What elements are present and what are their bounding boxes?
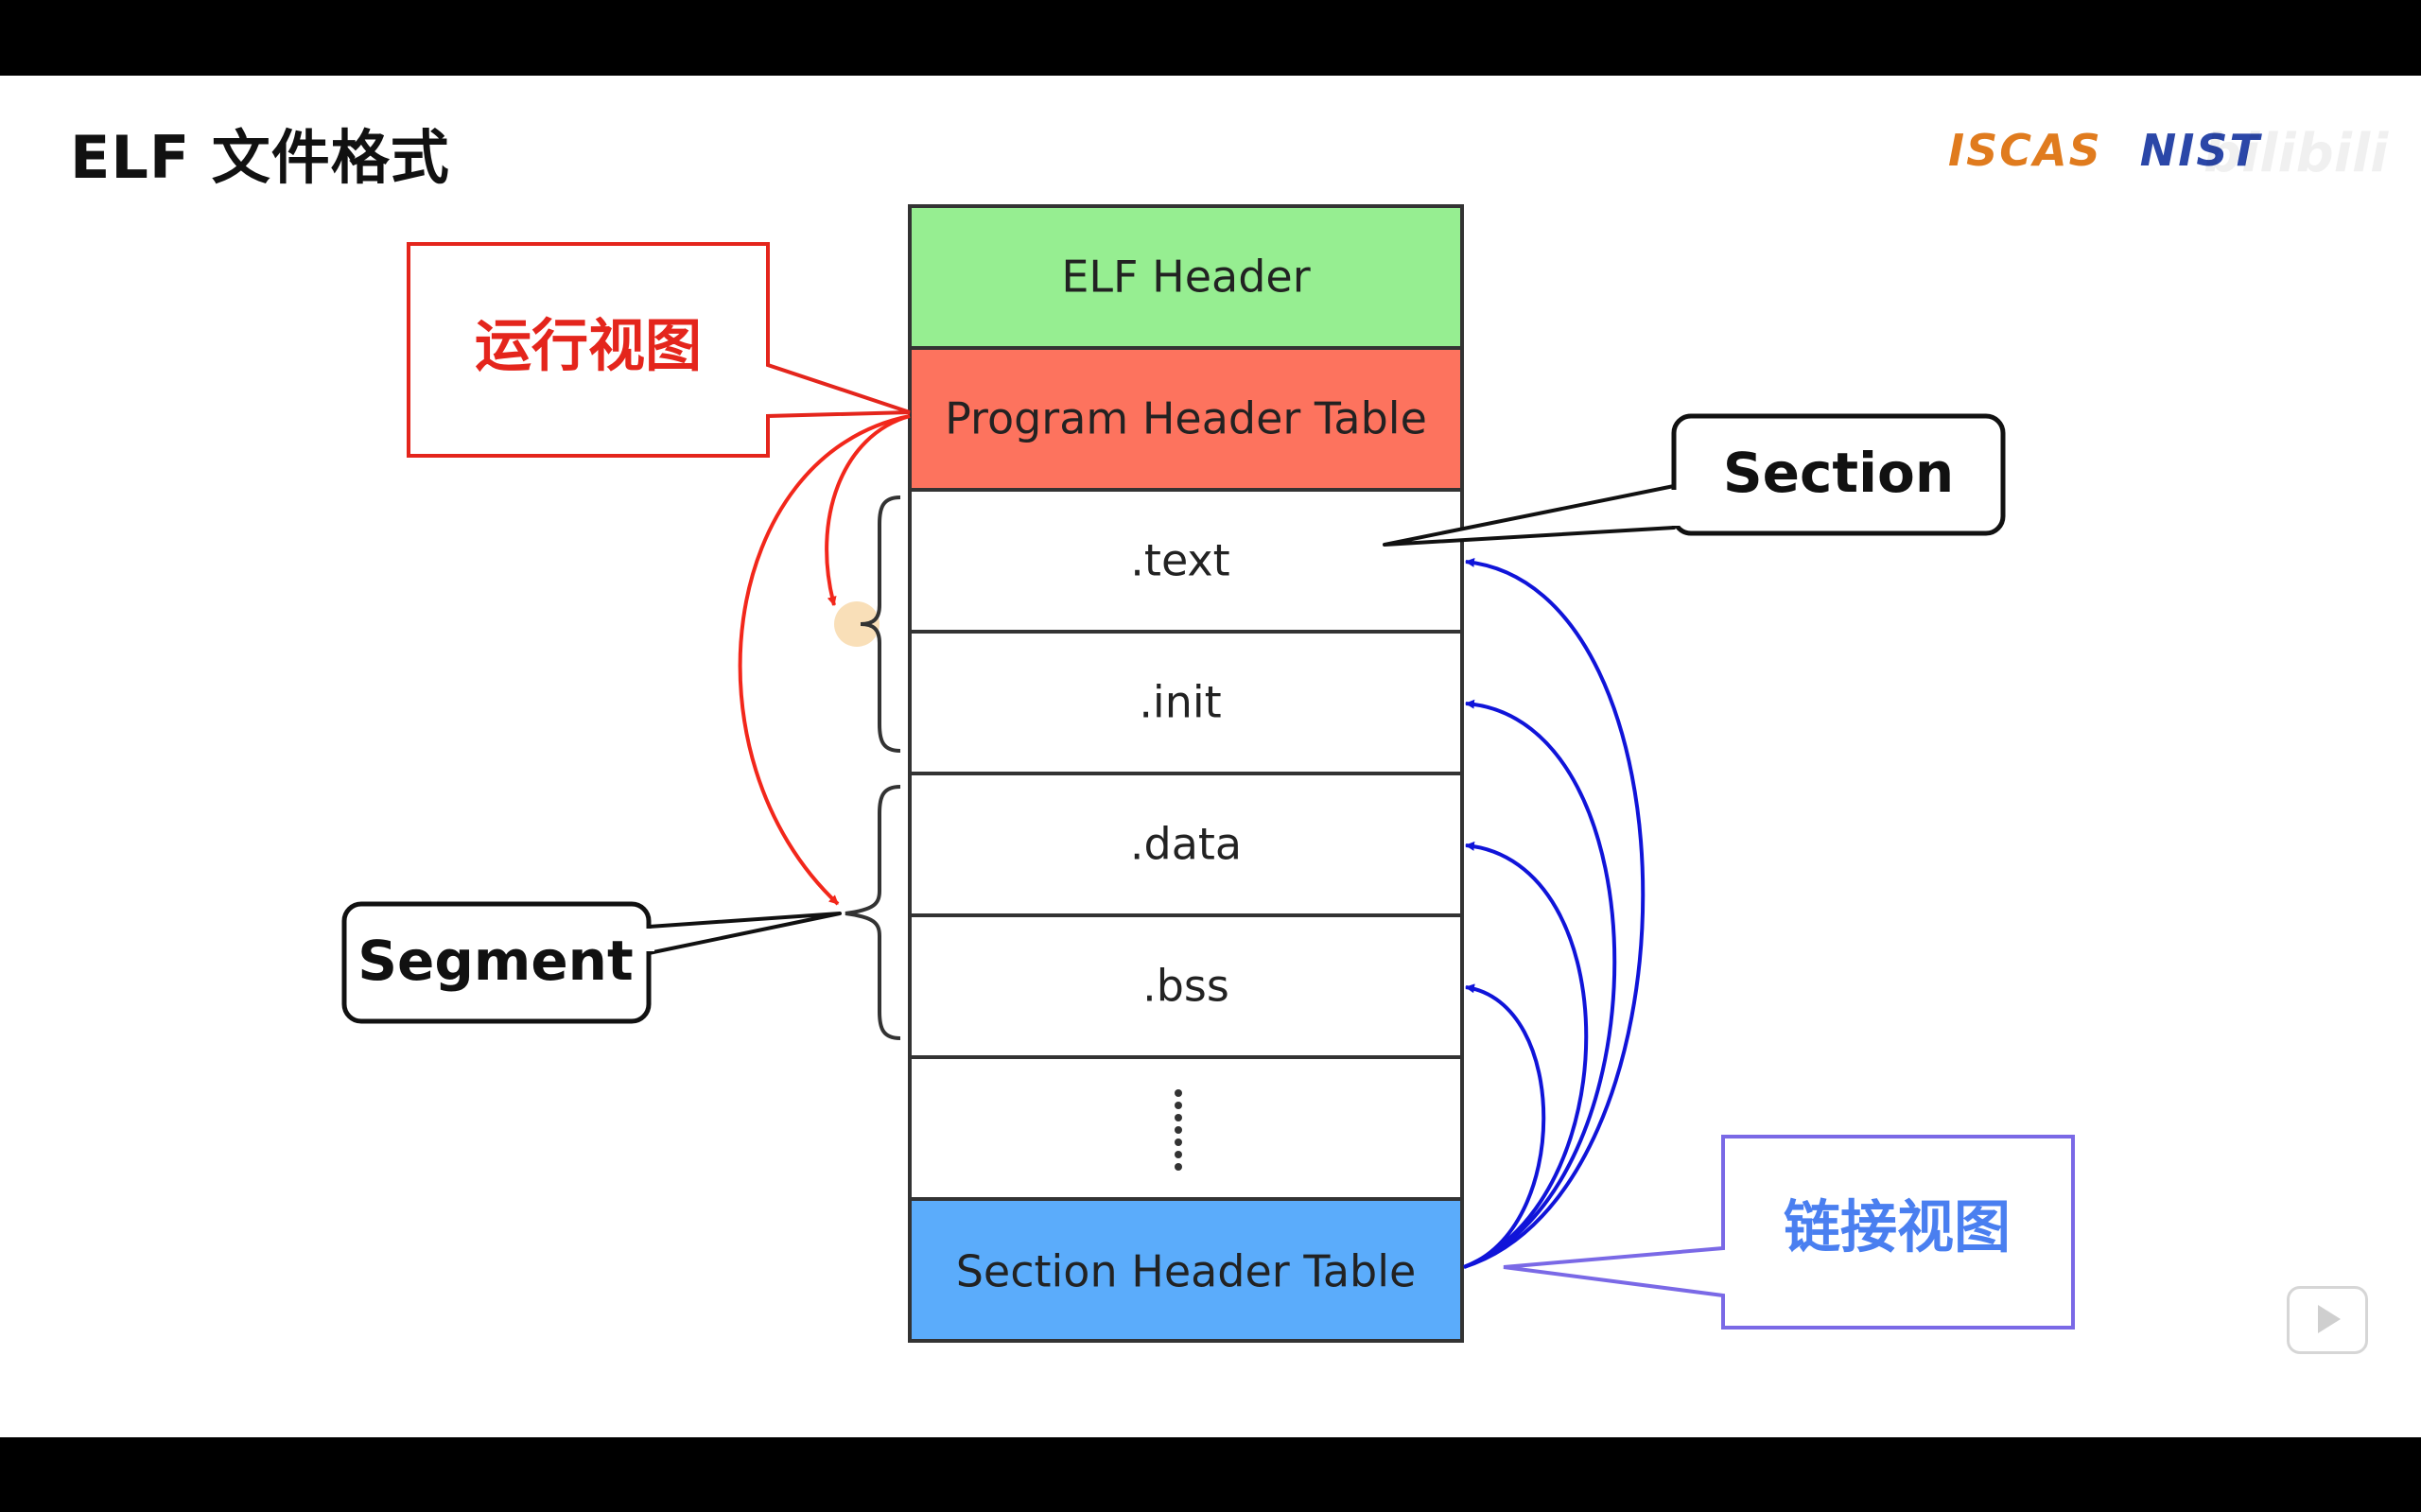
block-label-program-header-table: Program Header Table — [945, 393, 1427, 444]
link-view-label: 链接视图 — [1784, 1195, 2011, 1261]
section-callout: Section — [1383, 413, 2006, 547]
elf-block-stack: ELF Header Program Header Table .text .i… — [908, 204, 1464, 1343]
block-label-init: .init — [1139, 677, 1221, 728]
section-header-arrows — [1463, 557, 1646, 1269]
block-ellipsis — [908, 1055, 1464, 1201]
slide-title: ELF 文件格式 — [70, 123, 450, 192]
segment-braces — [834, 495, 901, 1040]
iscas-logo: ISCAS — [1948, 125, 2102, 176]
block-label-elf-header: ELF Header — [1061, 252, 1310, 303]
cursor-highlight — [834, 601, 880, 647]
segment-label: Segment — [357, 929, 633, 993]
slide: ELF 文件格式 ISCAS NIST bilibili ELF Header … — [0, 76, 2421, 1437]
video-letterbox-top — [0, 0, 2421, 76]
vertical-ellipsis-icon — [1175, 1089, 1182, 1171]
play-icon[interactable] — [2287, 1286, 2368, 1354]
run-view-callout: 运行视图 — [407, 242, 911, 458]
block-text: .text — [908, 488, 1464, 634]
block-elf-header: ELF Header — [908, 204, 1464, 350]
video-letterbox-bottom — [0, 1437, 2421, 1512]
block-label-text: .text — [1130, 535, 1229, 586]
block-program-header-table: Program Header Table — [908, 346, 1464, 492]
block-label-section-header-table: Section Header Table — [956, 1246, 1417, 1297]
block-bss: .bss — [908, 913, 1464, 1059]
block-init: .init — [908, 630, 1464, 775]
block-label-bss: .bss — [1142, 961, 1229, 1012]
link-view-callout: 链接视图 — [1503, 1135, 2075, 1330]
run-view-label: 运行视图 — [475, 314, 702, 380]
segment-callout: Segment — [341, 901, 842, 1024]
nist-logo: NIST — [2139, 125, 2261, 176]
block-section-header-table: Section Header Table — [908, 1197, 1464, 1343]
bilibili-watermark: bilibili — [2203, 123, 2389, 184]
program-header-arrows — [738, 414, 911, 906]
block-label-data: .data — [1130, 819, 1242, 870]
section-label: Section — [1723, 441, 1954, 505]
block-data: .data — [908, 772, 1464, 917]
logo-group: ISCAS NIST — [1948, 125, 2261, 176]
elf-diagram: ELF Header Program Header Table .text .i… — [341, 204, 2075, 1343]
